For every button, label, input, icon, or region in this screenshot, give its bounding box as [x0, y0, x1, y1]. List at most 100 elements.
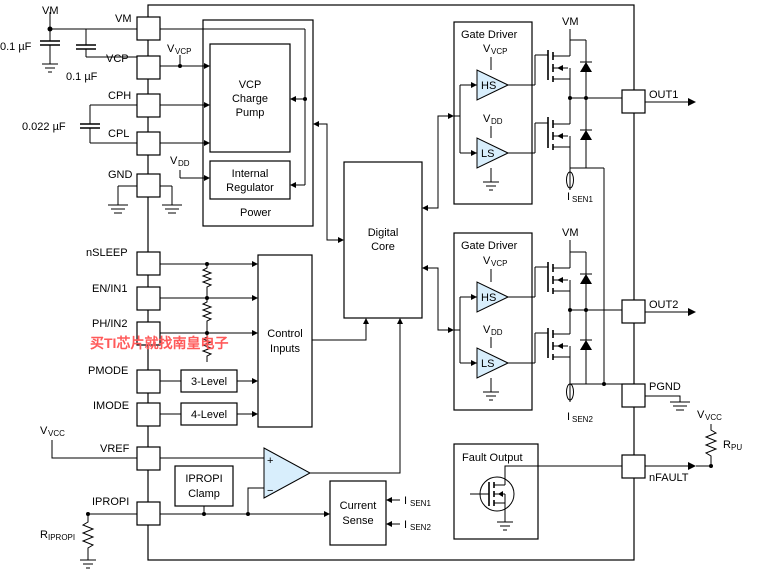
gd1-vvcp: V — [483, 43, 491, 55]
ipropi-clamp-block — [174, 465, 234, 507]
pump-capacitor: CPH CPL 0.022 µF — [22, 90, 137, 144]
pin-cpl-label: CPL — [108, 128, 129, 140]
sense-line1: Current — [340, 500, 377, 512]
pin-imode-label: IMODE — [93, 400, 129, 412]
current-sense-block — [329, 480, 387, 546]
pin-ipropi-label: IPROPI — [92, 496, 129, 508]
r-pu-sub: PU — [731, 443, 742, 452]
pin-out1-label: OUT1 — [649, 89, 678, 101]
watermark: 买TI芯片就找南皇电子 — [90, 335, 228, 351]
core-line1: Digital — [368, 227, 399, 239]
gd1-vvcp-sub: VCP — [491, 47, 507, 56]
pin-out2 — [621, 299, 646, 324]
pin-vm-label: VM — [115, 13, 132, 25]
ctrl-line2: Inputs — [270, 343, 300, 355]
half-bridge-2: VM — [508, 168, 622, 424]
gnd-connection: GND — [108, 169, 182, 214]
pin-out2-label: OUT2 — [649, 299, 678, 311]
pin-nsleep — [136, 251, 161, 276]
comparator — [263, 447, 312, 499]
power-label: Power — [240, 207, 272, 219]
reg-line1: Internal — [232, 168, 269, 180]
vvcc-left-sub: VCC — [48, 429, 65, 438]
gd2-title: Gate Driver — [461, 240, 518, 252]
gd2-vdd: V — [483, 324, 491, 336]
pin-cph — [136, 93, 161, 118]
gate-driver-2-block — [453, 232, 533, 411]
pin-nfault-label: nFAULT — [649, 472, 689, 484]
pin-nfault — [621, 454, 646, 479]
internal-regulator-block — [209, 160, 291, 200]
cp-line1: VCP — [239, 79, 262, 91]
r-ipropi-label: R — [40, 529, 48, 541]
pin-imode — [136, 402, 161, 427]
comp-plus: + — [267, 455, 273, 467]
left-pins — [136, 16, 161, 526]
fault-output-block — [453, 443, 539, 540]
sense-line2: Sense — [342, 515, 373, 527]
vdd-left-sub: DD — [178, 159, 190, 168]
pin-vref — [136, 446, 161, 471]
pin-gnd — [136, 173, 161, 198]
pin-vref-label: VREF — [100, 443, 130, 455]
gate-driver-1-block — [453, 21, 533, 205]
cap2-label: 0.1 µF — [66, 71, 98, 83]
cp-line3: Pump — [236, 107, 265, 119]
pin-en-in1 — [136, 286, 161, 311]
pin-cph-label: CPH — [108, 90, 131, 102]
gd1-hs-label: HS — [481, 80, 496, 92]
vvcc-right-label: V — [697, 409, 705, 421]
pin-en-in1-label: EN/IN1 — [92, 283, 127, 295]
isen1-in-label: I — [404, 495, 407, 507]
pin-nsleep-label: nSLEEP — [86, 247, 128, 259]
digital-core-block — [343, 161, 423, 319]
pin-ipropi — [136, 501, 161, 526]
vm-label: VM — [42, 5, 59, 17]
gd1-ls-label: LS — [481, 148, 494, 160]
core-line2: Core — [371, 241, 395, 253]
cap1-label: 0.1 µF — [0, 41, 32, 53]
pin-pmode — [136, 369, 161, 394]
input-pulldowns — [201, 262, 213, 362]
gd1-title: Gate Driver — [461, 29, 518, 41]
vvcp-label: V — [167, 43, 175, 55]
pin-out1 — [621, 89, 646, 114]
vvcc-left-label: V — [40, 425, 48, 437]
four-level-label: 4-Level — [191, 409, 227, 421]
fault-output-title: Fault Output — [462, 452, 523, 464]
r-pu-label: R — [723, 439, 731, 451]
pin-pmode-label: PMODE — [88, 365, 128, 377]
gd2-vvcp-sub: VCP — [491, 259, 507, 268]
gd2-ls-label: LS — [481, 358, 494, 370]
half-bridge-1: VM — [508, 16, 622, 204]
gd2-hs-label: HS — [481, 292, 496, 304]
reg-line2: Regulator — [226, 182, 274, 194]
gd1-vdd: V — [483, 113, 491, 125]
isen2-in-sub: SEN2 — [410, 523, 431, 532]
isen2-in-label: I — [404, 519, 407, 531]
vvcc-right-sub: VCC — [705, 413, 722, 422]
pin-pgnd-label: PGND — [649, 381, 681, 393]
vvcp-sub: VCP — [175, 47, 191, 56]
r-ipropi-sub: IPROPI — [48, 533, 75, 542]
pin-vm — [136, 16, 161, 41]
isen1-in-sub: SEN1 — [410, 499, 431, 508]
pin-pgnd — [621, 383, 646, 408]
gd1-vm: VM — [562, 16, 579, 28]
ctrl-line1: Control — [267, 328, 302, 340]
comp-minus: − — [267, 485, 273, 497]
vm-supply: VM VM 0.1 µF 0.1 µF VCP — [0, 5, 137, 83]
isen1-sub: SEN1 — [572, 195, 593, 204]
isen2-sub: SEN2 — [572, 415, 593, 424]
vdd-left-label: V — [170, 155, 178, 167]
isen1-label: I — [567, 191, 570, 203]
gd2-vdd-sub: DD — [491, 328, 503, 337]
pin-vcp — [136, 55, 161, 80]
gd1-vdd-sub: DD — [491, 117, 503, 126]
pin-vcp-label: VCP — [106, 53, 129, 65]
gd2-vm: VM — [562, 227, 579, 239]
three-level-label: 3-Level — [191, 376, 227, 388]
vcp-charge-pump-block — [209, 43, 291, 153]
right-pins — [621, 89, 646, 479]
